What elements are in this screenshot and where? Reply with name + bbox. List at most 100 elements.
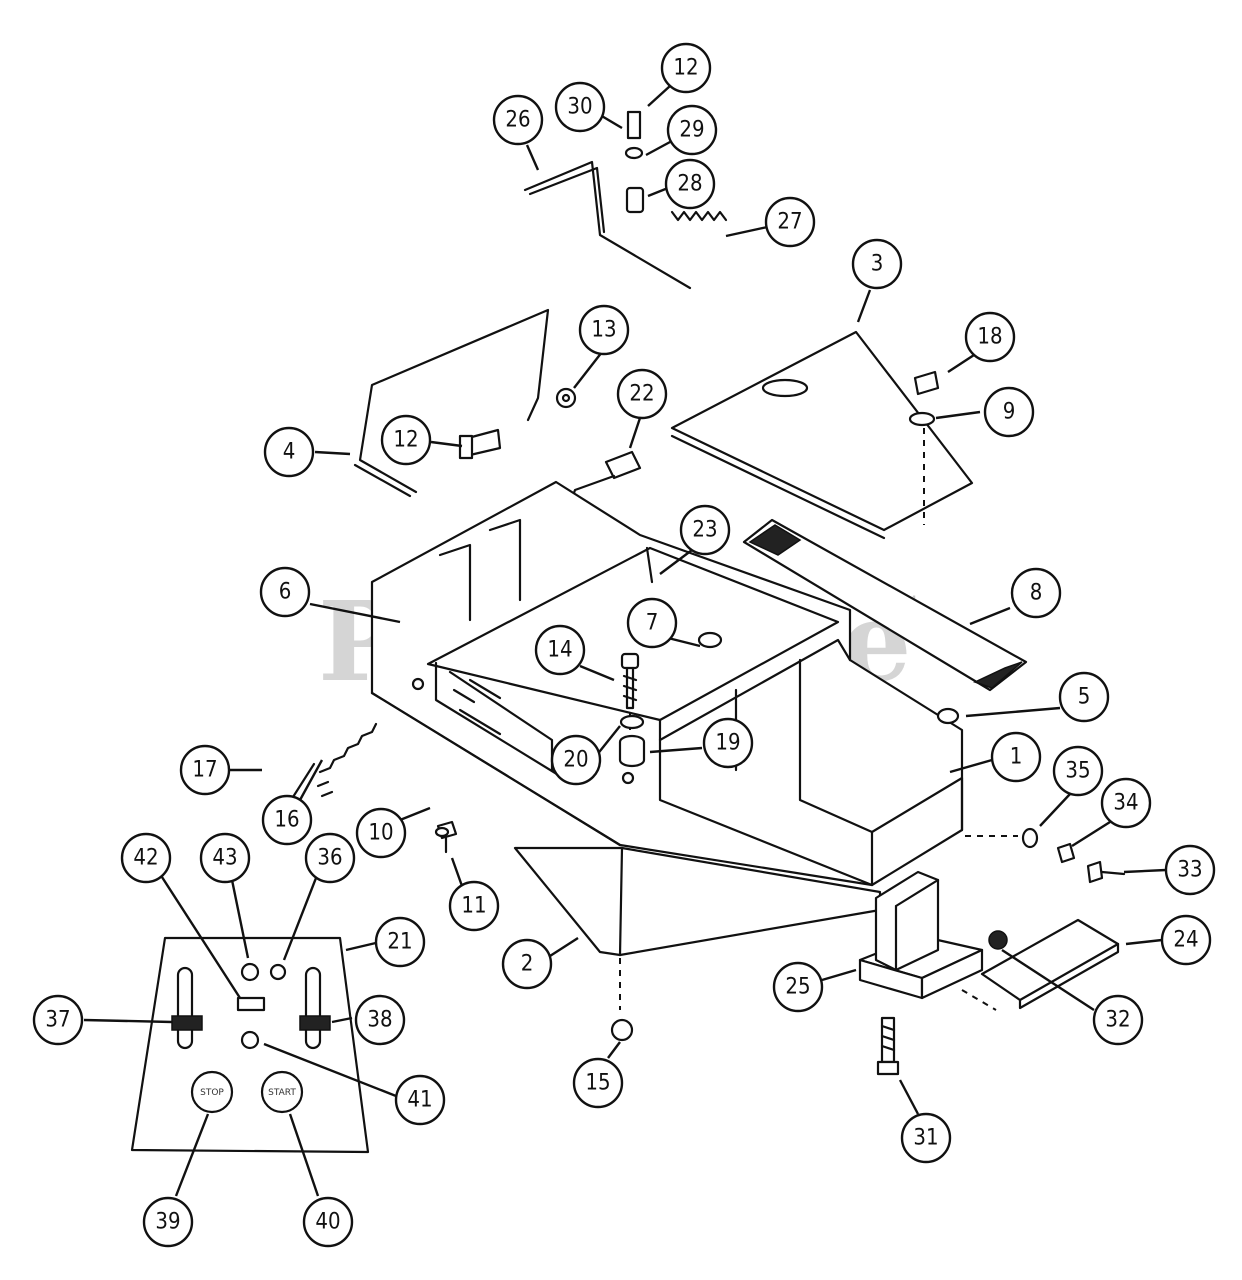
callout-c24: 24 bbox=[1160, 914, 1212, 966]
part-26-rod bbox=[523, 160, 692, 290]
part-3-cover bbox=[670, 330, 974, 532]
callout-c7: 7 bbox=[626, 597, 678, 649]
callout-c8: 8 bbox=[1010, 567, 1062, 619]
part-15-nut bbox=[610, 1018, 634, 1042]
svg-text:19: 19 bbox=[715, 731, 740, 756]
part-38-lever bbox=[299, 1015, 331, 1031]
part-30-bolt bbox=[626, 110, 642, 140]
svg-text:5: 5 bbox=[1078, 685, 1091, 710]
part-2-box bbox=[513, 846, 624, 957]
svg-text:27: 27 bbox=[777, 210, 802, 235]
part-7-plug bbox=[697, 631, 723, 649]
callout-c38: 38 bbox=[354, 994, 406, 1046]
svg-text:22: 22 bbox=[629, 382, 654, 407]
leader-lines bbox=[83, 85, 1167, 1197]
part-40-button bbox=[260, 1070, 304, 1114]
part-41-hole bbox=[240, 1030, 260, 1050]
part-13-nut bbox=[555, 387, 577, 409]
part-8-plate bbox=[742, 518, 1028, 692]
part-37-lever bbox=[171, 1015, 203, 1031]
part-18-knob bbox=[913, 370, 940, 396]
part-6-housing bbox=[370, 480, 964, 887]
callout-c10: 10 bbox=[355, 807, 407, 859]
part-39-button bbox=[190, 1070, 234, 1114]
svg-text:18: 18 bbox=[977, 325, 1002, 350]
callout-c33: 33 bbox=[1164, 844, 1216, 896]
svg-text:2: 2 bbox=[521, 952, 534, 977]
panel-button-start-label: START bbox=[268, 1088, 296, 1098]
callout-c3: 3 bbox=[851, 238, 903, 290]
svg-text:12: 12 bbox=[393, 428, 418, 453]
part-42-label bbox=[236, 996, 266, 1012]
svg-text:32: 32 bbox=[1105, 1008, 1130, 1033]
callout-c19: 19 bbox=[702, 717, 754, 769]
svg-text:30: 30 bbox=[567, 95, 592, 120]
part-28-spacer bbox=[625, 186, 645, 214]
callout-c23: 23 bbox=[679, 504, 731, 556]
part-16-spring bbox=[318, 722, 378, 774]
callout-c35: 35 bbox=[1052, 745, 1104, 797]
svg-text:6: 6 bbox=[279, 580, 292, 605]
callout-c14: 14 bbox=[534, 624, 586, 676]
callout-c43: 43 bbox=[199, 832, 251, 884]
callout-c9: 9 bbox=[983, 386, 1035, 438]
part-5-nut bbox=[936, 707, 960, 725]
callout-c42: 42 bbox=[120, 832, 172, 884]
callout-c32: 32 bbox=[1092, 994, 1144, 1046]
part-34-nut bbox=[1056, 842, 1076, 864]
callout-c31: 31 bbox=[900, 1112, 952, 1164]
part-11-washer bbox=[434, 826, 450, 838]
part-4-handle bbox=[358, 308, 550, 494]
svg-text:35: 35 bbox=[1065, 759, 1090, 784]
svg-text:8: 8 bbox=[1030, 581, 1043, 606]
part-29-washer bbox=[624, 146, 644, 160]
callout-c15: 15 bbox=[572, 1057, 624, 1109]
svg-text:26: 26 bbox=[505, 108, 530, 133]
callout-c39: 39 bbox=[142, 1196, 194, 1248]
callout-c40: 40 bbox=[302, 1196, 354, 1248]
svg-text:40: 40 bbox=[315, 1210, 340, 1235]
svg-text:12: 12 bbox=[673, 56, 698, 81]
svg-text:42: 42 bbox=[133, 846, 158, 871]
callout-c20: 20 bbox=[550, 734, 602, 786]
part-9-washer bbox=[908, 411, 936, 427]
callout-c41: 41 bbox=[394, 1074, 446, 1126]
callout-c5: 5 bbox=[1058, 671, 1110, 723]
part-22-plug bbox=[604, 450, 642, 480]
svg-text:1: 1 bbox=[1010, 745, 1023, 770]
callout-c1: 1 bbox=[990, 731, 1042, 783]
part-27-spring bbox=[670, 210, 728, 222]
part-20-washer bbox=[619, 714, 645, 730]
panel-button-stop-label: STOP bbox=[200, 1088, 224, 1098]
callout-c17: 17 bbox=[179, 744, 231, 796]
svg-text:25: 25 bbox=[785, 975, 810, 1000]
svg-text:28: 28 bbox=[677, 172, 702, 197]
callout-c12b: 12 bbox=[380, 414, 432, 466]
svg-text:7: 7 bbox=[646, 611, 659, 636]
svg-text:13: 13 bbox=[591, 318, 616, 343]
callout-c27: 27 bbox=[764, 196, 816, 248]
callout-c26: 26 bbox=[492, 94, 544, 146]
svg-text:4: 4 bbox=[283, 440, 296, 465]
svg-text:36: 36 bbox=[317, 846, 342, 871]
callout-c6: 6 bbox=[259, 566, 311, 618]
part-19-spacer bbox=[618, 734, 646, 768]
svg-text:39: 39 bbox=[155, 1210, 180, 1235]
callout-c34: 34 bbox=[1100, 777, 1152, 829]
part-32-nut bbox=[988, 930, 1008, 950]
callout-c18: 18 bbox=[964, 311, 1016, 363]
svg-text:3: 3 bbox=[871, 252, 884, 277]
part-14-bolt bbox=[620, 652, 640, 670]
callout-c28: 28 bbox=[664, 158, 716, 210]
svg-text:9: 9 bbox=[1003, 400, 1016, 425]
svg-text:38: 38 bbox=[367, 1008, 392, 1033]
svg-text:43: 43 bbox=[212, 846, 237, 871]
callout-c11: 11 bbox=[448, 880, 500, 932]
svg-text:15: 15 bbox=[585, 1071, 610, 1096]
callout-c25: 25 bbox=[772, 961, 824, 1013]
part-43-hole bbox=[240, 962, 260, 982]
svg-text:16: 16 bbox=[274, 808, 299, 833]
part-23-pin bbox=[645, 546, 654, 584]
part-35-washer bbox=[1021, 827, 1039, 849]
